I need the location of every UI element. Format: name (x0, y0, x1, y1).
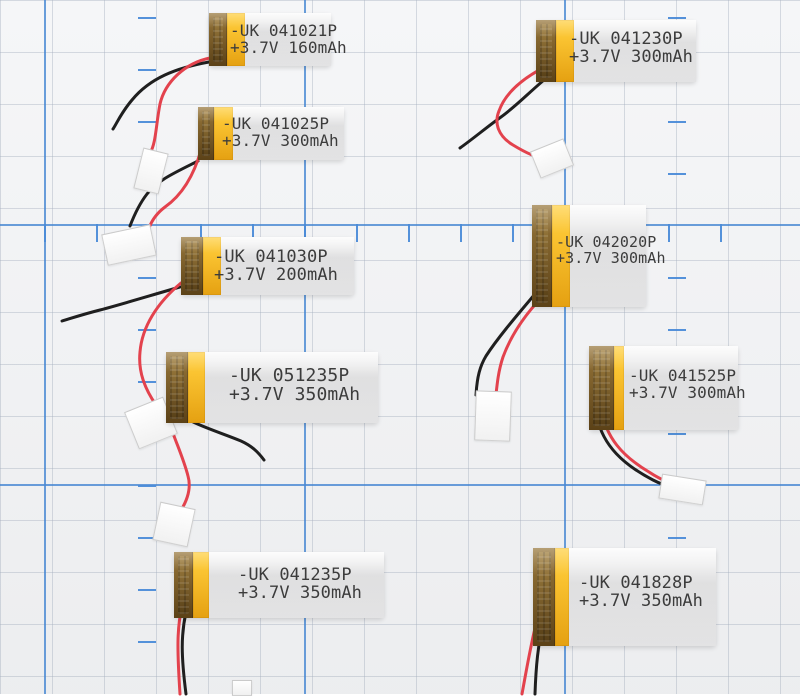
battery-041230p: -UK 041230P +3.7V 300mAh (536, 20, 696, 82)
battery-kapton-tape (614, 346, 624, 430)
battery-terminal-block (536, 20, 556, 82)
battery-spec: +3.7V 350mAh (579, 591, 704, 612)
battery-spec: +3.7V 350mAh (238, 583, 363, 604)
wire-red (176, 604, 184, 696)
grid-tick (138, 121, 156, 123)
battery-041525p: -UK 041525P +3.7V 300mAh (589, 346, 746, 430)
grid-tick (408, 224, 410, 242)
battery-model: -UK 041828P (579, 573, 693, 593)
battery-051235p: -UK 051235P +3.7V 350mAh (166, 352, 378, 423)
battery-spec: +3.7V 300mAh (569, 47, 694, 68)
grid-tick (668, 433, 686, 435)
tape-piece (133, 147, 169, 195)
tape-piece (232, 680, 252, 696)
grid-tick (668, 121, 686, 123)
battery-spec: +3.7V 350mAh (229, 384, 361, 406)
battery-label: -UK 041828P +3.7V 350mAh (579, 574, 703, 610)
battery-spec: +3.7V 200mAh (214, 265, 339, 286)
wire-red (493, 295, 544, 406)
battery-label: -UK 041525P +3.7V 300mAh (629, 367, 746, 402)
battery-label: -UK 041021P +3.7V 160mAh (230, 22, 347, 57)
battery-spec: +3.7V 300mAh (222, 130, 339, 150)
grid-tick (668, 173, 686, 175)
battery-spec: +3.7V 300mAh (556, 248, 666, 267)
battery-kapton-tape (188, 352, 205, 423)
tape-piece (658, 473, 707, 506)
tape-piece (152, 501, 196, 548)
grid-tick (138, 69, 156, 71)
battery-042020p: -UK 042020P +3.7V 300mAh (532, 205, 665, 307)
battery-spec: +3.7V 300mAh (629, 382, 746, 402)
grid-tick (44, 224, 46, 242)
battery-kapton-tape (555, 548, 569, 646)
tape-piece (101, 224, 157, 266)
battery-terminal-block (533, 548, 555, 646)
battery-terminal-block (198, 107, 214, 160)
tape-piece (529, 138, 575, 179)
wire-black (111, 60, 211, 131)
battery-terminal-block (589, 346, 614, 430)
grid-tick (138, 381, 156, 383)
battery-terminal-block (209, 13, 227, 66)
grid-tick (512, 224, 514, 242)
tape-piece (474, 390, 512, 442)
battery-041025p: -UK 041025P +3.7V 300mAh (198, 107, 344, 160)
grid-tick (668, 224, 670, 242)
wire-black (180, 610, 188, 696)
battery-model: -UK 041235P (238, 565, 352, 585)
battery-terminal-block (166, 352, 188, 423)
battery-label: -UK 041230P +3.7V 300mAh (569, 30, 693, 66)
battery-terminal-block (532, 205, 552, 307)
battery-kapton-tape (193, 552, 209, 618)
battery-terminal-block (174, 552, 193, 618)
battery-041828p: -UK 041828P +3.7V 350mAh (533, 548, 716, 646)
battery-terminal-block (181, 237, 203, 295)
grid-tick (668, 277, 686, 279)
grid-tick (138, 17, 156, 19)
battery-041235p: -UK 041235P +3.7V 350mAh (174, 552, 384, 618)
grid-tick (138, 641, 156, 643)
grid-tick (138, 277, 156, 279)
battery-model: -UK 041030P (214, 247, 328, 267)
grid-tick (138, 329, 156, 331)
battery-label: -UK 041030P +3.7V 200mAh (214, 248, 338, 284)
battery-label: -UK 051235P +3.7V 350mAh (229, 366, 360, 404)
battery-spec: +3.7V 160mAh (230, 37, 347, 57)
wire-black (60, 285, 182, 323)
grid-tick (138, 485, 156, 487)
grid-tick (720, 224, 722, 242)
wire-black (474, 292, 537, 397)
grid-tick (138, 589, 156, 591)
battery-label: -UK 041235P +3.7V 350mAh (238, 566, 362, 602)
battery-label: -UK 041025P +3.7V 300mAh (222, 115, 339, 150)
grid-tick (668, 17, 686, 19)
grid-tick (668, 537, 686, 539)
battery-model: -UK 041230P (569, 29, 683, 49)
battery-model: -UK 051235P (229, 365, 350, 386)
grid-tick (96, 224, 98, 242)
grid-tick (356, 224, 358, 242)
battery-041021p: -UK 041021P +3.7V 160mAh (209, 13, 347, 66)
grid-tick (668, 329, 686, 331)
battery-label: -UK 042020P +3.7V 300mAh (556, 234, 666, 267)
battery-041030p: -UK 041030P +3.7V 200mAh (181, 237, 354, 295)
grid-tick (460, 224, 462, 242)
